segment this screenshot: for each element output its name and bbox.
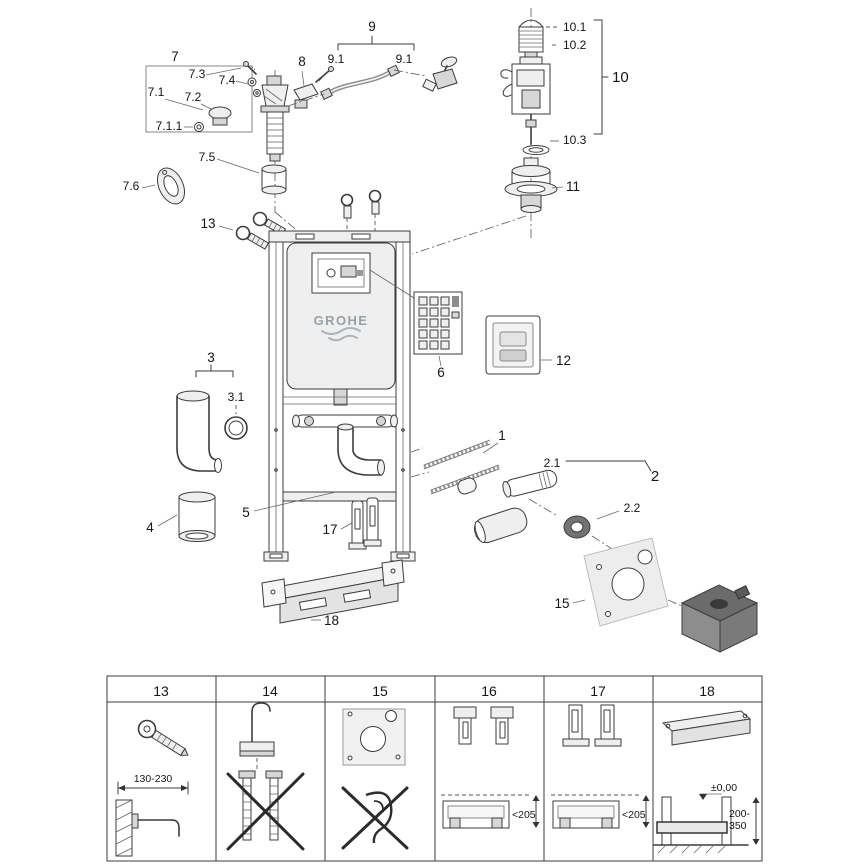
callout-18: 18 bbox=[324, 613, 339, 628]
callout-7-3: 7.3 bbox=[189, 67, 206, 81]
callout-7-2: 7.2 bbox=[185, 90, 202, 104]
table-cell-17: <205 bbox=[551, 704, 650, 829]
table-header-17: 17 bbox=[590, 683, 606, 699]
callout-10-3: 10.3 bbox=[563, 133, 587, 147]
inlet-bend-3: 3 3.1 bbox=[176, 350, 248, 473]
table-header-15: 15 bbox=[372, 683, 388, 699]
internal-plumbing bbox=[283, 388, 398, 476]
connector-cuff-4: 4 bbox=[146, 491, 216, 542]
flush-valve-seat-11: 11 bbox=[411, 157, 580, 255]
callout-2-2: 2.2 bbox=[624, 501, 641, 515]
extension-set-2: 2.1 2 2.2 bbox=[457, 456, 659, 550]
spec-table: 13 14 15 16 17 18 130-230 bbox=[106, 675, 763, 862]
callout-4: 4 bbox=[146, 520, 154, 535]
float-cup bbox=[518, 19, 544, 58]
callout-7: 7 bbox=[171, 49, 179, 64]
callout-10-2: 10.2 bbox=[563, 38, 587, 52]
callout-7-1: 7.1 bbox=[148, 85, 165, 99]
wall-anchors-13: 13 bbox=[200, 189, 382, 250]
shaft-cup bbox=[261, 164, 287, 195]
angle-valve bbox=[422, 56, 458, 92]
callout-12: 12 bbox=[556, 353, 571, 368]
callout-9-1-left: 9.1 bbox=[328, 52, 345, 66]
callout-5: 5 bbox=[242, 505, 250, 520]
callout-7-1-1: 7.1.1 bbox=[156, 119, 183, 133]
support-brackets-17: 17 bbox=[322, 497, 382, 550]
dimension-max-205: <205 bbox=[622, 809, 646, 821]
group-10-bracket bbox=[593, 19, 609, 135]
callout-2-1: 2.1 bbox=[544, 456, 561, 470]
fill-valve-kit-7: 7 7.3 7.4 7.1 7.2 7.1.1 bbox=[145, 49, 319, 249]
callout-8: 8 bbox=[298, 54, 306, 69]
callout-3: 3 bbox=[207, 350, 215, 365]
table-cell-14 bbox=[226, 702, 305, 851]
flush-plate-12: 12 bbox=[485, 315, 571, 375]
callout-7-4: 7.4 bbox=[219, 73, 236, 87]
installation-frame: GROHE bbox=[263, 230, 430, 562]
valve-cartridge bbox=[500, 56, 551, 145]
callout-13: 13 bbox=[200, 216, 215, 231]
ear-icon bbox=[365, 791, 393, 844]
callout-9-1-right: 9.1 bbox=[396, 52, 413, 66]
cistern-tank: GROHE bbox=[286, 242, 396, 390]
callout-6: 6 bbox=[437, 365, 445, 380]
callout-9: 9 bbox=[368, 19, 376, 34]
table-cell-13: 130-230 bbox=[115, 719, 189, 857]
callout-1: 1 bbox=[498, 428, 506, 443]
table-cell-18: ±0,00 200- 350 bbox=[653, 710, 760, 854]
flex-hose bbox=[320, 64, 400, 100]
grohe-logo: GROHE bbox=[314, 313, 369, 328]
callout-10: 10 bbox=[612, 69, 629, 86]
callout-7-6: 7.6 bbox=[123, 179, 140, 193]
electronics-module-6: 6 bbox=[413, 291, 463, 380]
table-header-14: 14 bbox=[262, 683, 278, 699]
float-fitting bbox=[194, 106, 232, 132]
flush-button-small bbox=[499, 349, 527, 362]
gasket-7-6: 7.6 bbox=[123, 167, 186, 205]
screw-and-washers bbox=[243, 61, 261, 97]
fill-valve-body bbox=[260, 70, 290, 212]
flush-valve-group-10: 10.1 10.2 10.3 10 bbox=[500, 8, 629, 240]
table-cell-15 bbox=[341, 708, 409, 850]
dimension-200-350-line2: 350 bbox=[729, 820, 747, 832]
dimension-200-350-line1: 200- bbox=[729, 808, 751, 820]
outlet-bend-callout-5: 5 bbox=[242, 491, 337, 520]
table-header-13: 13 bbox=[153, 683, 169, 699]
table-header-18: 18 bbox=[699, 683, 715, 699]
callout-3-1: 3.1 bbox=[228, 390, 245, 404]
callout-17: 17 bbox=[322, 522, 337, 537]
callout-7-5: 7.5 bbox=[199, 150, 216, 164]
wall-rail-18: 18 bbox=[261, 559, 405, 628]
support-block bbox=[680, 584, 759, 653]
sound-insulation-15: 15 bbox=[554, 537, 759, 653]
callout-11: 11 bbox=[566, 179, 580, 194]
seal-ring-10-3 bbox=[522, 145, 550, 155]
callout-10-1: 10.1 bbox=[563, 20, 587, 34]
dimension-130-230: 130-230 bbox=[134, 773, 173, 785]
callout-15: 15 bbox=[554, 596, 569, 611]
supply-hose-group-9: 9 9.1 9.1 bbox=[287, 19, 458, 107]
table-header-16: 16 bbox=[481, 683, 497, 699]
table-cell-16: <205 bbox=[441, 706, 540, 829]
callout-2: 2 bbox=[651, 468, 659, 485]
dimension-zero-level: ±0,00 bbox=[711, 782, 737, 794]
dimension-max-205: <205 bbox=[512, 809, 536, 821]
mounting-bracket-8: 8 bbox=[293, 54, 334, 109]
flush-button-large bbox=[499, 331, 527, 347]
